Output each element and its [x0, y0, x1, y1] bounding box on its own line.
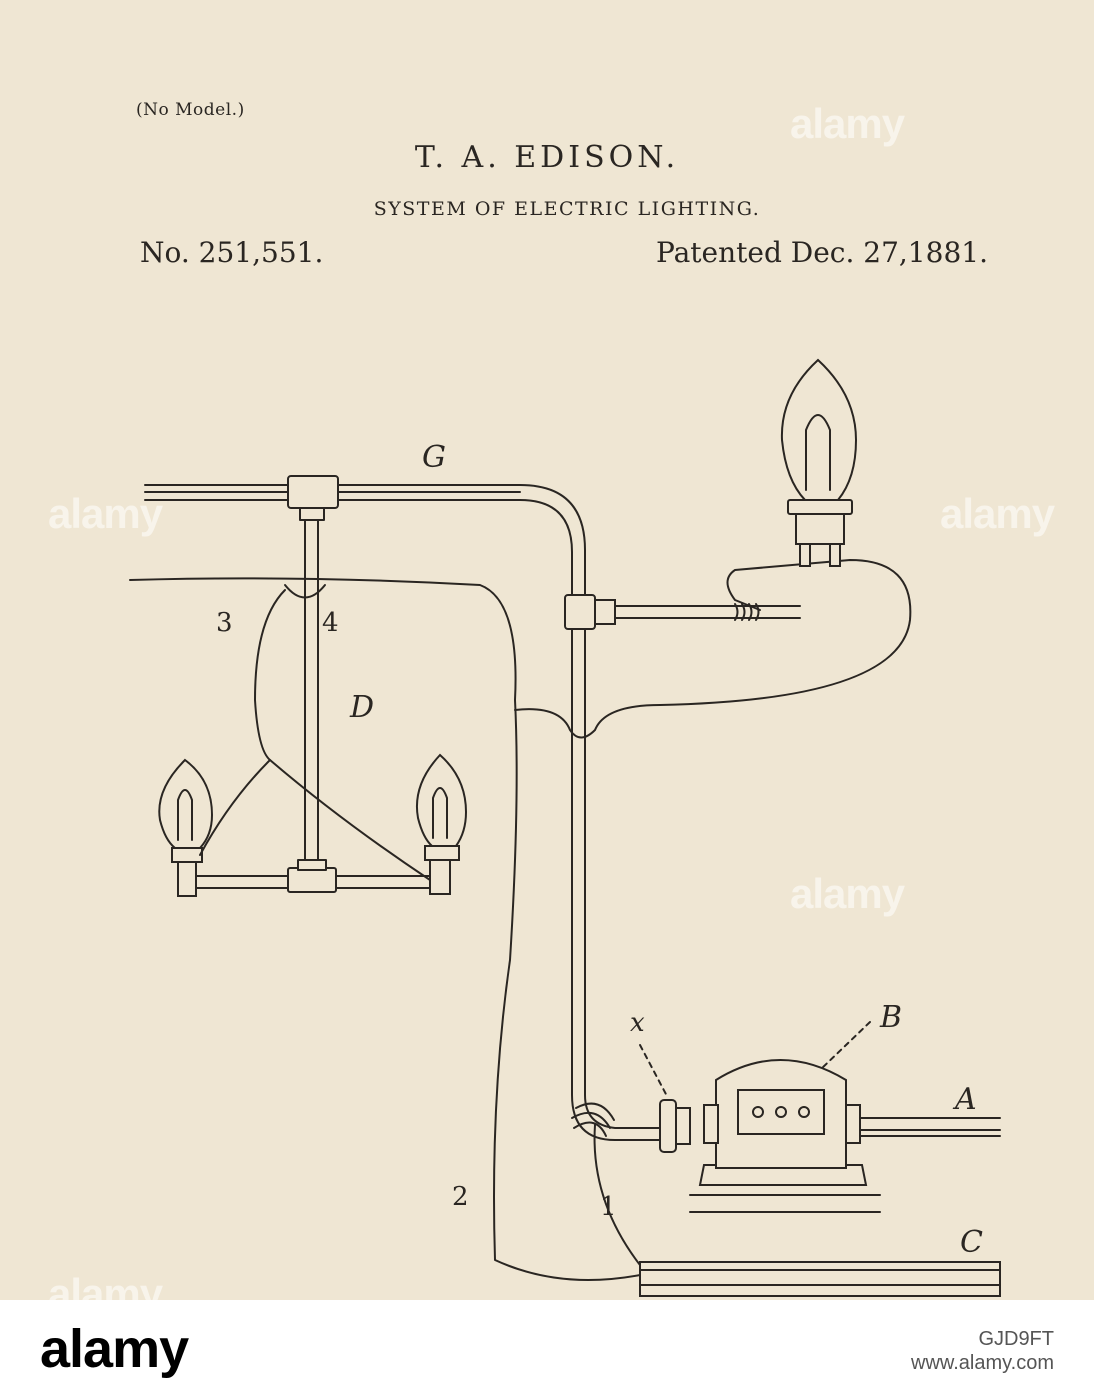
footer-logo: alamy: [40, 1318, 188, 1380]
label-x: x: [630, 1008, 645, 1038]
chandelier-crossbar: [195, 860, 430, 892]
wire-1-loop: [515, 560, 910, 738]
right-lamp: [417, 755, 466, 894]
label-wire-2: 2: [452, 1182, 469, 1212]
main-a: [860, 1118, 1000, 1136]
side-branch-fitting: [565, 595, 800, 629]
main-pipe-g: [145, 485, 660, 1140]
b-leader: [820, 1022, 870, 1070]
patent-sheet: (No Model.) T. A. EDISON. SYSTEM OF ELEC…: [0, 0, 1094, 1300]
chandelier-rod: [300, 508, 324, 870]
meter-b: [690, 1060, 880, 1212]
label-wire-3: 3: [216, 608, 233, 638]
watermark: alamy: [790, 100, 904, 148]
footer-image-id: GJD9FT: [978, 1328, 1054, 1351]
label-g: G: [422, 440, 446, 475]
label-wire-1: 1: [600, 1192, 617, 1222]
watermark: alamy: [48, 490, 162, 538]
stock-footer: alamy GJD9FT www.alamy.com: [0, 1300, 1094, 1390]
coupling-x: [572, 1100, 690, 1152]
watermark: alamy: [790, 870, 904, 918]
upper-lamp: [782, 360, 856, 566]
label-a: A: [955, 1082, 977, 1117]
patent-drawing: [0, 0, 1094, 1300]
pipe-tee-joint: [288, 476, 338, 508]
footer-url[interactable]: www.alamy.com: [911, 1352, 1054, 1375]
main-c: [640, 1262, 1000, 1296]
label-c: C: [960, 1225, 983, 1260]
x-leader: [640, 1045, 668, 1098]
watermark: alamy: [48, 1270, 162, 1300]
label-d: D: [350, 690, 374, 725]
label-b: B: [880, 1000, 902, 1035]
wire-3-branch: [270, 760, 430, 880]
wire-2: [130, 578, 640, 1280]
label-wire-4: 4: [322, 608, 339, 638]
watermark: alamy: [940, 490, 1054, 538]
